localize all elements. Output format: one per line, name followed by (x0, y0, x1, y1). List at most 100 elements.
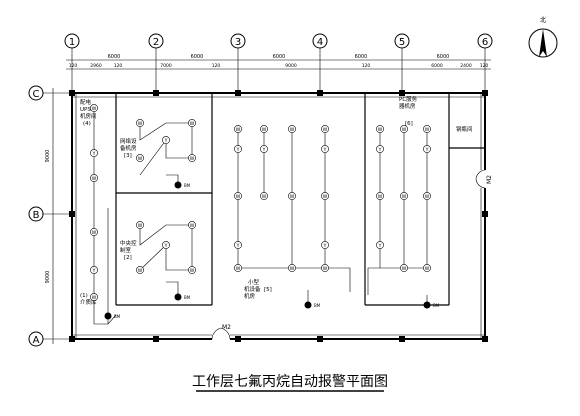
heat-detector-label: W (92, 295, 97, 301)
smoke-detector-icon (162, 241, 170, 249)
svg-text:A: A (33, 335, 40, 346)
heat-detector-label: W (236, 194, 241, 200)
svg-text:1: 1 (69, 37, 75, 48)
heat-detector-icon (288, 125, 296, 133)
smoke-detector-icon (423, 145, 431, 153)
smoke-detector-label: Y (323, 147, 327, 153)
svg-text:UPS: UPS (80, 107, 91, 113)
heat-detector-label: W (92, 230, 97, 236)
heat-detector-label: W (323, 266, 328, 272)
svg-text:中央控: 中央控 (120, 239, 137, 247)
svg-text:备机房: 备机房 (120, 144, 137, 152)
svg-text:网络设: 网络设 (120, 137, 137, 145)
heat-detector-label: W (190, 121, 195, 127)
heat-detector-icon (234, 264, 242, 272)
room-media: (1) 介质库 (80, 293, 97, 306)
heat-detector-icon (321, 192, 329, 200)
smoke-detector-icon (321, 145, 329, 153)
heat-detector-icon (423, 192, 431, 200)
svg-text:6000: 6000 (355, 54, 368, 60)
smoke-detector-icon (376, 145, 384, 153)
room-pc-server: PC服务 器机房 [6] (399, 95, 418, 127)
svg-text:B: B (33, 210, 40, 221)
smoke-detector-icon (260, 145, 268, 153)
alarm-device-icon (174, 181, 182, 189)
svg-text:6000: 6000 (108, 54, 121, 60)
smoke-detector-label: Y (262, 147, 266, 153)
alarm-device-icon (423, 301, 431, 309)
panel-label: BM (314, 303, 321, 308)
heat-detector-label: W (402, 266, 407, 272)
north-arrow-icon: 北 (528, 16, 558, 58)
heat-detector-label: W (378, 127, 383, 133)
smoke-detector-label: Y (378, 243, 382, 249)
alarm-device-icon (104, 312, 112, 320)
smoke-detector-icon (90, 149, 98, 157)
svg-text:介质库: 介质库 (80, 298, 97, 306)
heat-detector-label: W (236, 127, 241, 133)
alarm-device-icon (304, 301, 312, 309)
heat-detector-icon (90, 174, 98, 182)
smoke-detector-icon (234, 241, 242, 249)
heat-detector-icon (288, 192, 296, 200)
smoke-detector-icon (376, 241, 384, 249)
heat-detector-icon (260, 192, 268, 200)
svg-text:120: 120 (114, 63, 123, 69)
heat-detector-icon (376, 125, 384, 133)
room-small-equipment: 小型 机设备 机房 [5] (244, 278, 272, 300)
svg-text:6: 6 (482, 37, 488, 48)
column-axes: 1 2 3 4 5 6 (64, 33, 493, 92)
heat-detector-label: W (262, 194, 267, 200)
heat-detector-label: W (425, 127, 430, 133)
heat-detector-icon (288, 264, 296, 272)
svg-text:3: 3 (235, 37, 241, 48)
svg-text:(1): (1) (80, 293, 88, 299)
heat-detector-label: W (425, 266, 430, 272)
heat-detector-label: W (138, 156, 143, 162)
heat-detector-label: W (323, 127, 328, 133)
smoke-detector-icon (162, 136, 170, 144)
heat-detector-icon (136, 266, 144, 274)
heat-detector-label: W (402, 194, 407, 200)
structural-columns (69, 90, 488, 342)
smoke-detector-label: Y (378, 147, 382, 153)
smoke-detector-label: Y (236, 147, 240, 153)
door-label: M2 (222, 324, 231, 331)
svg-text:C: C (33, 89, 40, 100)
heat-detector-icon (188, 266, 196, 274)
svg-text:120: 120 (362, 63, 371, 69)
heat-detector-icon (188, 154, 196, 162)
svg-text:120: 120 (212, 63, 221, 69)
room-control: 中央控 制室 [2] (120, 239, 137, 261)
heat-detector-icon (90, 228, 98, 236)
heat-detector-icon (423, 125, 431, 133)
smoke-detector-label: Y (236, 243, 240, 249)
heat-detector-label: W (138, 268, 143, 274)
panel-label: BM (184, 295, 191, 300)
heat-detector-icon (234, 192, 242, 200)
svg-text:7000: 7000 (160, 63, 172, 69)
room-labels: 配电 UPS 机房间 (4) 网络设 备机房 [3] 中央控 制室 [2] PC… (80, 95, 473, 306)
heat-detector-icon (188, 119, 196, 127)
heat-detector-label: W (290, 194, 295, 200)
svg-text:PC服务: PC服务 (399, 95, 418, 103)
heat-detector-label: W (92, 106, 97, 112)
heat-detector-icon (400, 192, 408, 200)
panel-label: BM (184, 183, 191, 188)
heat-detector-label: W (190, 156, 195, 162)
smoke-detector-icon (90, 266, 98, 274)
smoke-detector-icon (234, 145, 242, 153)
smoke-detector-label: Y (425, 147, 429, 153)
svg-text:机房: 机房 (244, 292, 256, 300)
heat-detector-icon (136, 119, 144, 127)
heat-detector-label: W (323, 194, 328, 200)
door-label-right: M2 (486, 175, 493, 184)
heat-detector-label: W (290, 127, 295, 133)
heat-detector-label: W (190, 268, 195, 274)
heat-detector-icon (136, 154, 144, 162)
alarm-device-icon (174, 293, 182, 301)
panel-label: BM (114, 314, 121, 319)
svg-text:[2]: [2] (124, 255, 132, 261)
svg-text:6000: 6000 (191, 54, 204, 60)
